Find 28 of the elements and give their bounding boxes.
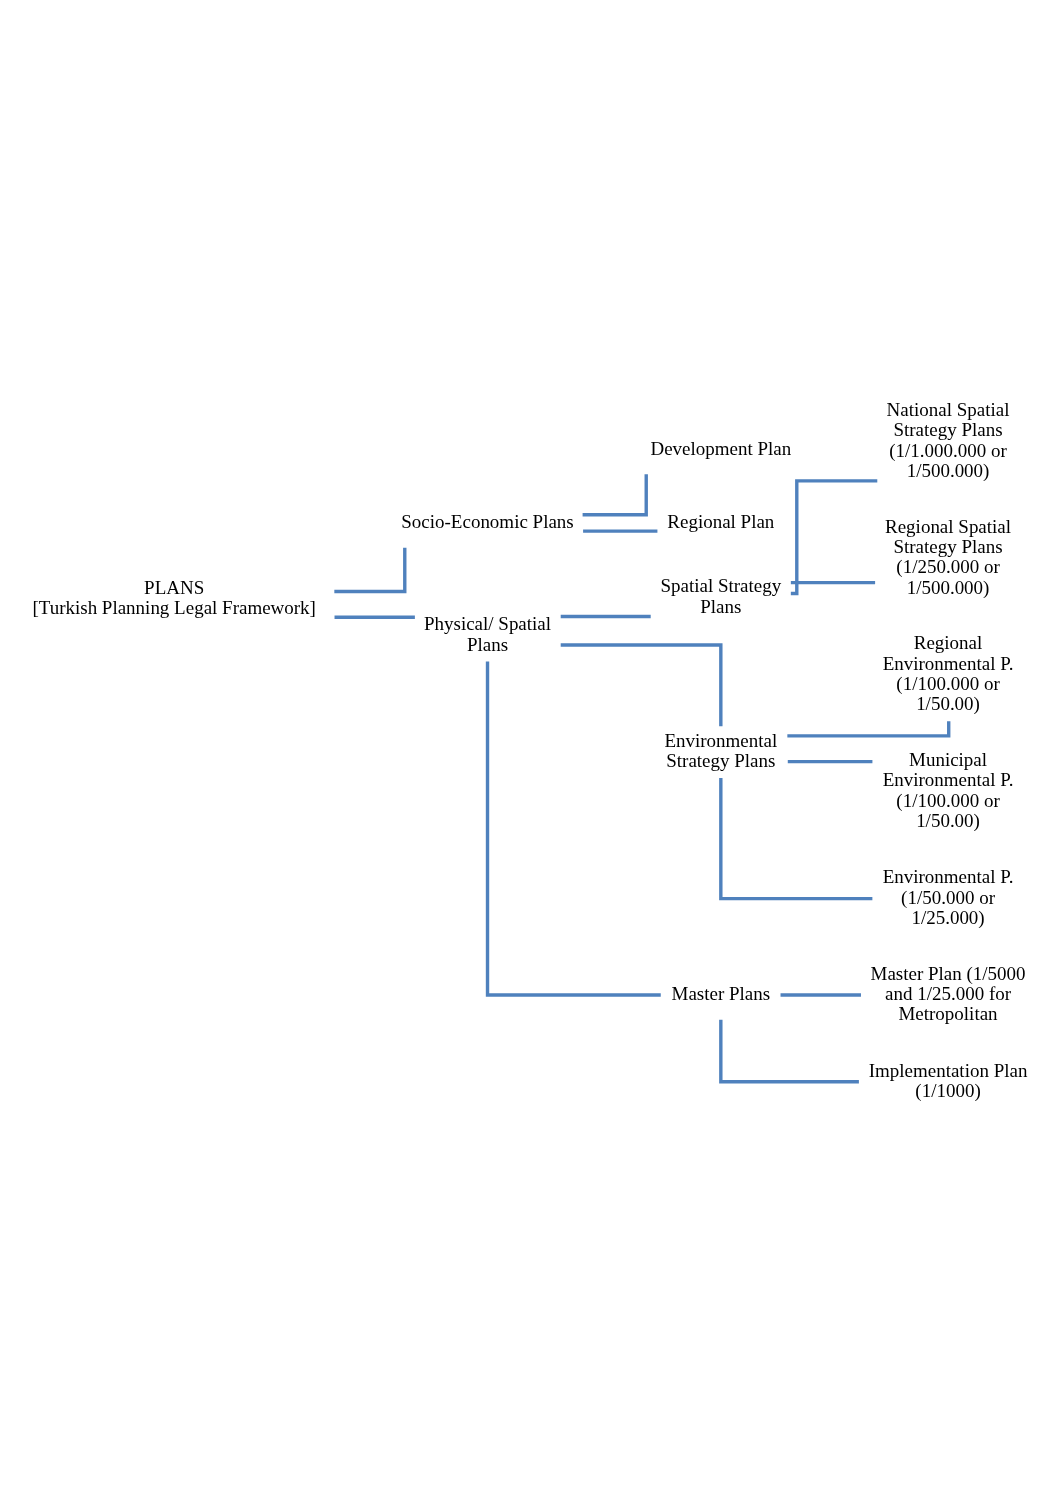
connector bbox=[790, 478, 878, 595]
connector bbox=[560, 642, 723, 726]
node-text: Master Plans bbox=[671, 982, 771, 1004]
node-text: Regional Plan bbox=[667, 510, 775, 532]
connector bbox=[719, 777, 873, 900]
node-text: Environmental P. (1/50.000 or 1/25.000) bbox=[882, 865, 1014, 928]
node-text: Regional Environmental P. (1/100.000 or 1/50.00) bbox=[882, 631, 1014, 714]
node-text: PLANS [Turkish Planning Legal Framework] bbox=[32, 576, 316, 618]
node-text: Spatial Strategy Plans bbox=[660, 574, 782, 617]
node-text: Implementation Plan (1/1000) bbox=[868, 1059, 1028, 1101]
node-text: Development Plan bbox=[650, 437, 792, 459]
node-text: Regional Spatial Strategy Plans (1/250.000 or 1/500.000) bbox=[885, 515, 1012, 598]
node-text: Socio-Economic Plans bbox=[401, 510, 574, 532]
node-text: Physical/ Spatial Plans bbox=[423, 612, 552, 655]
connector bbox=[582, 473, 648, 516]
connector bbox=[780, 992, 861, 997]
connector bbox=[485, 660, 661, 997]
connector bbox=[583, 528, 658, 533]
connector bbox=[790, 580, 876, 584]
node-text: National Spatial Strategy Plans (1/1.000.000 or 1/500.000) bbox=[886, 398, 1010, 481]
connector bbox=[334, 547, 407, 593]
connector bbox=[719, 1019, 859, 1083]
connector bbox=[560, 614, 651, 618]
node-text: Master Plan (1/5000 and 1/25.000 for Metropolitan bbox=[870, 962, 1026, 1024]
connector bbox=[787, 759, 873, 763]
node-text: Municipal Environmental P. (1/100.000 or 1/50.00) bbox=[882, 748, 1014, 831]
connector bbox=[334, 615, 415, 619]
node-text: Environmental Strategy Plans bbox=[664, 729, 778, 771]
